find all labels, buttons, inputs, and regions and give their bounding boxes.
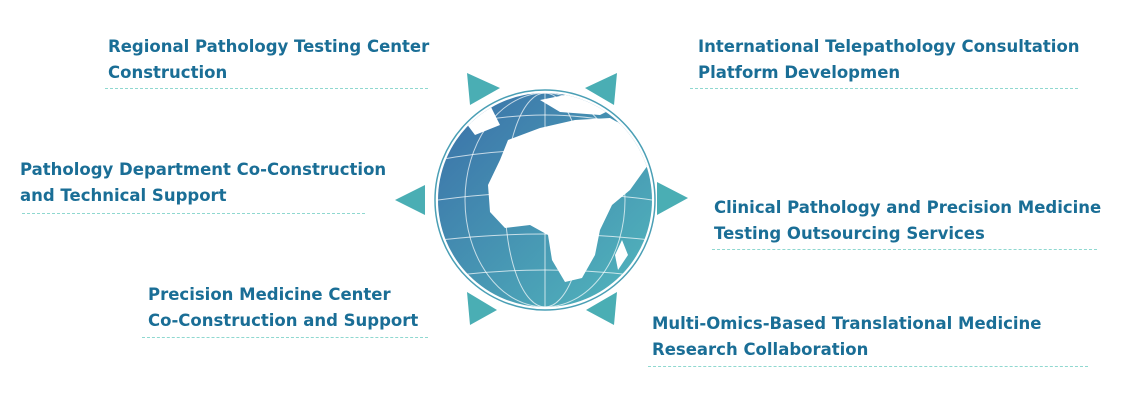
item-line: Co-Construction and Support — [148, 311, 419, 330]
arrow-top-right-icon — [585, 73, 617, 105]
service-item-department-co-construction: Pathology Department Co-Construction and… — [20, 157, 386, 209]
service-item-precision-medicine-center: Precision Medicine Center Co-Constructio… — [148, 282, 418, 334]
item-line: and Technical Support — [20, 186, 227, 205]
divider — [712, 249, 1097, 250]
service-item-multi-omics: Multi-Omics-Based Translational Medicine… — [652, 311, 1042, 363]
arrow-right-icon — [657, 182, 688, 215]
service-item-regional-pathology: Regional Pathology Testing Center Constr… — [108, 34, 429, 86]
item-line: International Telepathology Consultation — [698, 37, 1080, 56]
divider — [142, 337, 428, 338]
arrow-bottom-left-icon — [467, 292, 497, 325]
divider — [648, 366, 1088, 367]
item-line: Construction — [108, 63, 228, 82]
service-item-clinical-outsourcing: Clinical Pathology and Precision Medicin… — [714, 195, 1101, 247]
item-line: Platform Developmen — [698, 63, 901, 82]
service-item-telepathology: International Telepathology Consultation… — [698, 34, 1080, 86]
item-line: Testing Outsourcing Services — [714, 224, 985, 243]
divider — [690, 88, 1078, 89]
item-line: Clinical Pathology and Precision Medicin… — [714, 198, 1102, 217]
item-line: Pathology Department Co-Construction — [20, 160, 387, 179]
item-line: Multi-Omics-Based Translational Medicine — [652, 314, 1042, 333]
item-line: Precision Medicine Center — [148, 285, 391, 304]
arrow-left-icon — [395, 185, 425, 215]
divider — [105, 88, 428, 89]
divider — [22, 213, 365, 214]
item-line: Regional Pathology Testing Center — [108, 37, 430, 56]
arrow-bottom-right-icon — [586, 292, 617, 325]
item-line: Research Collaboration — [652, 340, 869, 359]
arrow-top-left-icon — [467, 73, 500, 105]
globe-icon — [434, 89, 656, 311]
